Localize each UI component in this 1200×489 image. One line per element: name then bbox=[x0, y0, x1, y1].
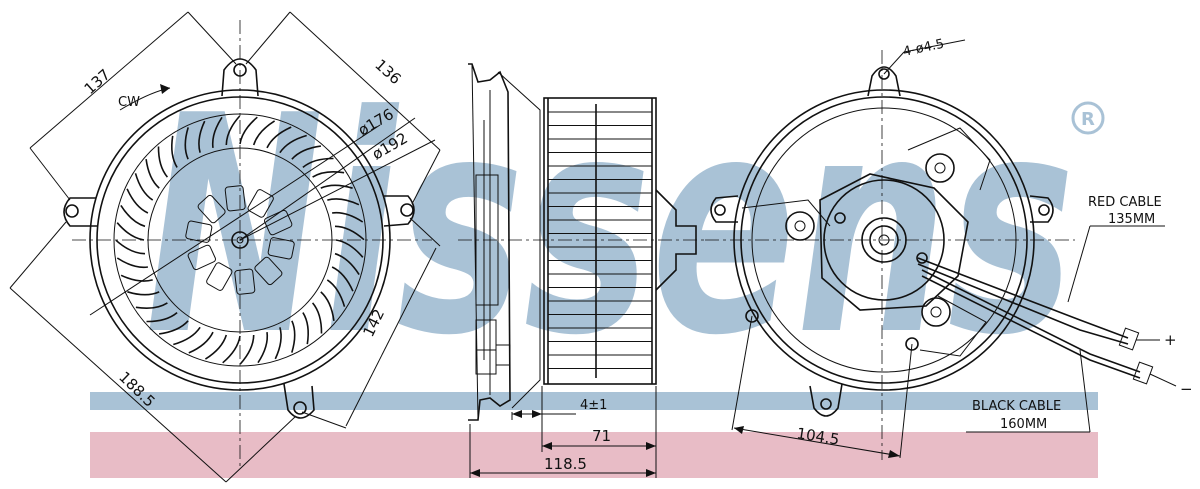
rear-left-lug bbox=[710, 195, 739, 223]
impeller-blade bbox=[120, 204, 146, 228]
hub-opening bbox=[206, 262, 233, 291]
impeller-blade bbox=[239, 116, 258, 145]
impeller-blade bbox=[146, 311, 178, 323]
impeller-blade bbox=[171, 135, 178, 168]
rear-right-lug bbox=[1029, 195, 1054, 223]
side-view: 4±1 71 118.5 bbox=[458, 63, 706, 478]
impeller-blade bbox=[173, 326, 201, 346]
impeller-blade bbox=[211, 116, 223, 149]
impeller-slats bbox=[548, 111, 652, 369]
impeller-blade bbox=[291, 320, 296, 353]
pink-band bbox=[90, 432, 1098, 478]
hub-opening bbox=[247, 189, 274, 218]
rear-view: 4-ø4.5 104.5 RED CABLE 135MM BLACK CABLE… bbox=[705, 37, 1193, 460]
hub-opening bbox=[224, 185, 246, 212]
impeller-blade bbox=[320, 291, 335, 322]
impeller-blade bbox=[225, 115, 241, 146]
cw-label: CW bbox=[118, 95, 140, 110]
impeller-blade bbox=[222, 335, 241, 364]
impeller-blade bbox=[204, 334, 228, 360]
black-cable-length: 160MM bbox=[1000, 417, 1047, 432]
rear-bottom-lug bbox=[809, 383, 843, 417]
right-mounting-lug bbox=[383, 195, 415, 227]
left-mounting-lug bbox=[63, 197, 98, 227]
registered-mark-icon bbox=[1071, 101, 1105, 135]
impeller-blade bbox=[188, 331, 214, 354]
dim-71-label: 71 bbox=[592, 427, 611, 445]
rear-top-lug bbox=[867, 66, 901, 97]
impeller-blade bbox=[145, 158, 160, 189]
impeller-blade bbox=[334, 252, 360, 276]
registered-mark-letter: R bbox=[1081, 109, 1095, 130]
hub-opening bbox=[197, 194, 226, 224]
impeller-blade bbox=[257, 331, 269, 364]
red-cable-length: 135MM bbox=[1108, 212, 1155, 227]
blue-band bbox=[90, 392, 1098, 410]
impeller-blade bbox=[127, 291, 160, 296]
impeller-blade bbox=[158, 320, 189, 335]
impeller-blade bbox=[320, 184, 353, 189]
bottom-mounting-lug bbox=[283, 383, 315, 419]
impeller-blade bbox=[302, 312, 309, 345]
impeller-blade bbox=[327, 198, 360, 206]
impeller-blade bbox=[120, 274, 153, 282]
impeller-blade bbox=[116, 222, 145, 241]
hub-opening bbox=[234, 268, 256, 295]
impeller-blade bbox=[326, 279, 346, 307]
impeller-blade bbox=[302, 157, 334, 169]
hub-opening bbox=[267, 237, 295, 260]
impeller-blade bbox=[274, 327, 282, 360]
impeller-blade bbox=[116, 257, 149, 269]
impeller-blade bbox=[291, 145, 322, 160]
dim-4-label: 4±1 bbox=[580, 398, 607, 413]
impeller-blade bbox=[334, 225, 365, 241]
impeller-blade bbox=[252, 120, 276, 146]
impeller-blade bbox=[331, 211, 364, 223]
hub-opening bbox=[187, 244, 216, 271]
impeller-blade bbox=[239, 334, 255, 365]
black-cable-title: BLACK CABLE bbox=[972, 399, 1061, 414]
dim-137-label: 137 bbox=[81, 65, 114, 98]
impeller-blades bbox=[115, 115, 365, 365]
impeller-blade bbox=[279, 134, 307, 154]
minus-label: − bbox=[1180, 380, 1193, 398]
plus-label: + bbox=[1164, 331, 1177, 349]
impeller-blade bbox=[266, 126, 292, 149]
impeller-blade bbox=[335, 239, 364, 258]
impeller-blade bbox=[115, 239, 146, 255]
dim-118-label: 118.5 bbox=[544, 455, 587, 473]
red-cable-title: RED CABLE bbox=[1088, 195, 1162, 210]
hub-opening bbox=[185, 220, 213, 243]
impeller-blade bbox=[184, 127, 189, 160]
impeller-blade bbox=[157, 146, 169, 178]
impeller-blade bbox=[135, 302, 168, 309]
impeller-blade bbox=[126, 188, 149, 214]
impeller-blade bbox=[331, 266, 354, 292]
impeller-blade bbox=[311, 302, 323, 334]
top-mounting-lug bbox=[221, 58, 259, 97]
impeller-blade bbox=[312, 171, 345, 178]
hub-opening bbox=[264, 209, 293, 236]
impeller-blade bbox=[134, 173, 154, 201]
hub-opening bbox=[254, 256, 283, 286]
hub-openings bbox=[185, 185, 295, 295]
impeller-blade bbox=[198, 120, 206, 153]
